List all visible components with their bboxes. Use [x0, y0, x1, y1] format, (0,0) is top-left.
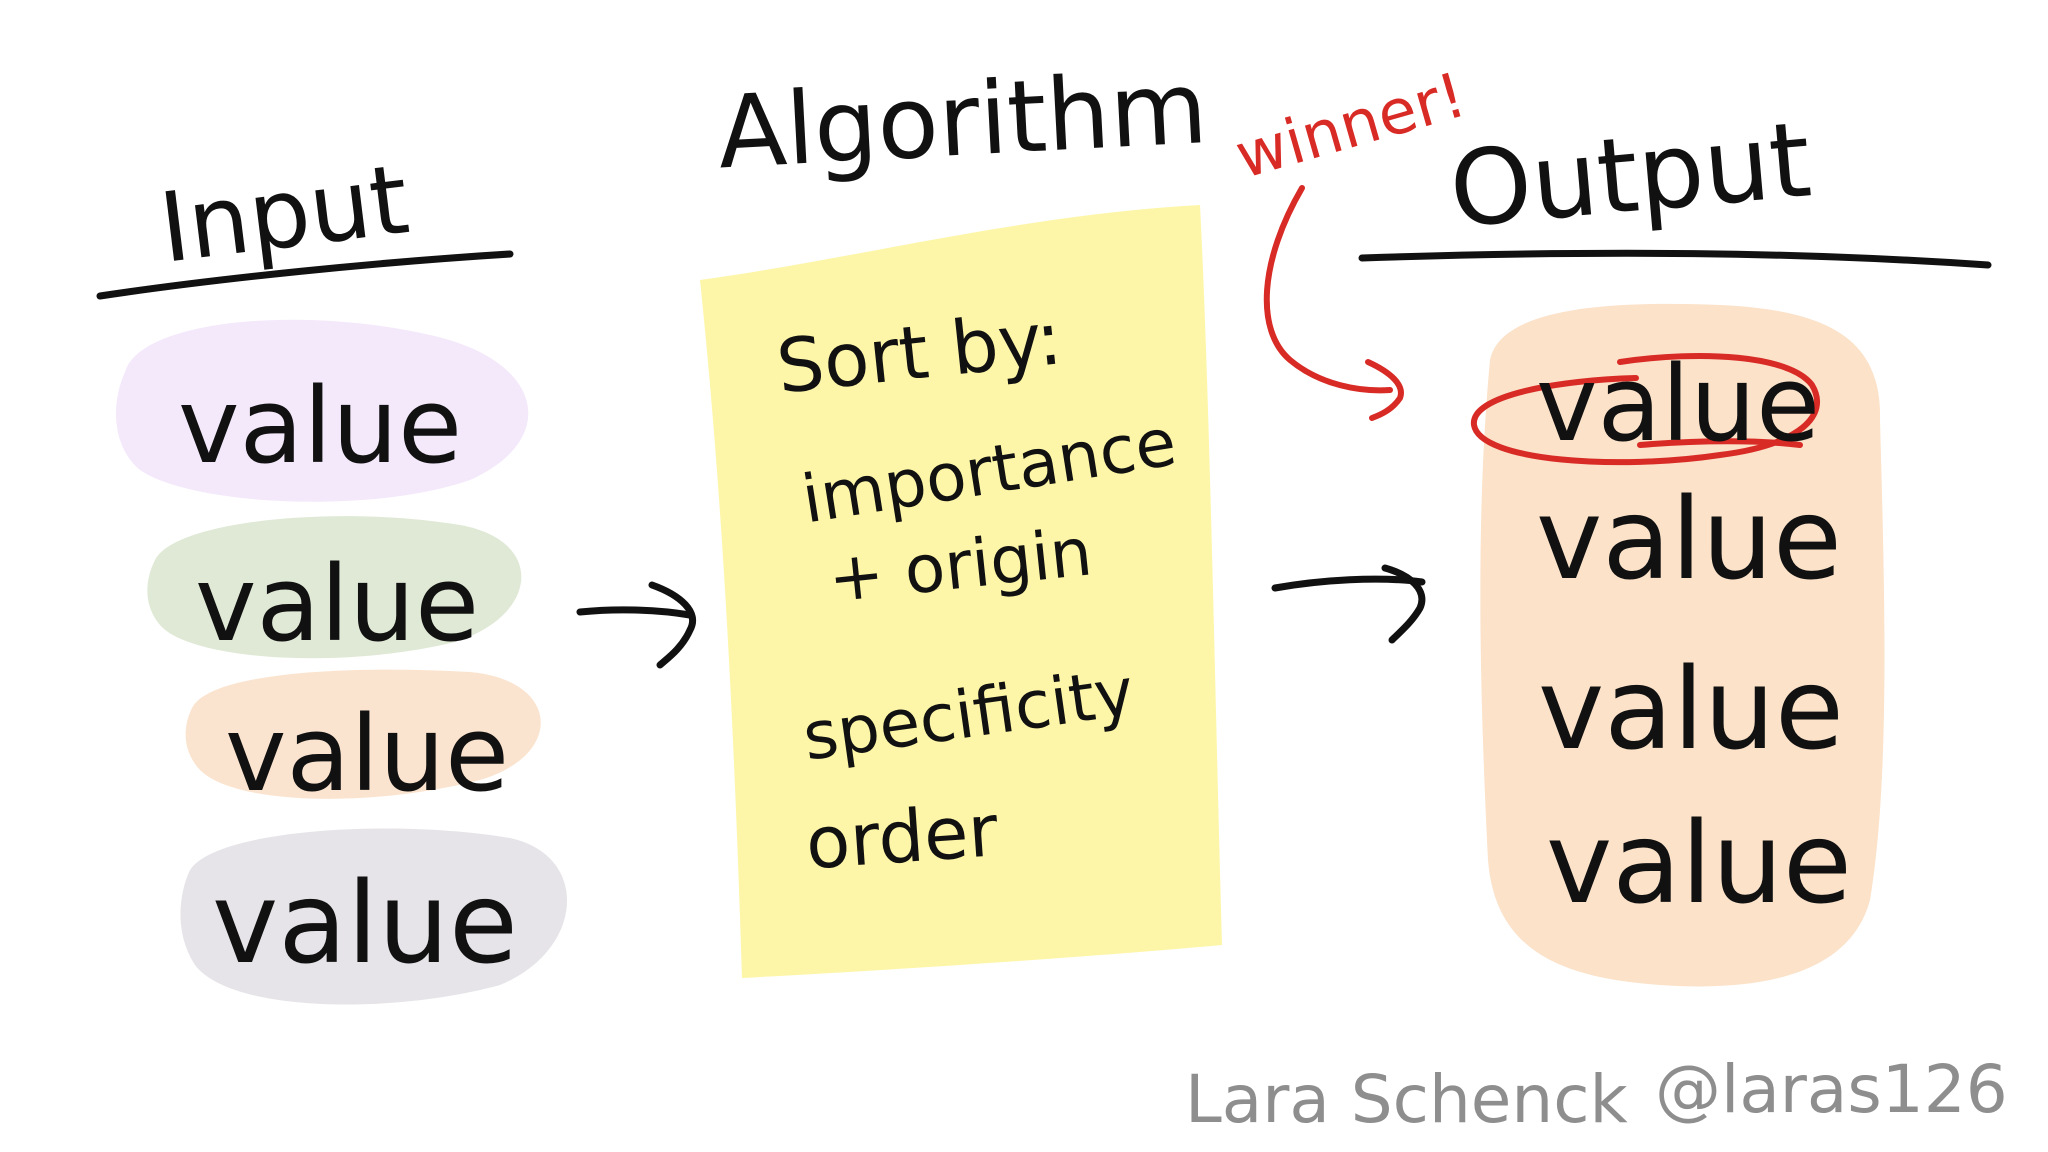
algorithm-heading: Algorithm — [715, 49, 1210, 191]
output-stack — [1480, 303, 1885, 987]
output-value-winner: value — [1536, 343, 1820, 465]
arrow-input-to-algorithm — [576, 581, 696, 669]
input-value-3: value — [225, 693, 509, 815]
algorithm-criterion-order: order — [803, 788, 1001, 885]
input-blob-2 — [147, 516, 522, 659]
output-value-2: value — [1536, 475, 1842, 605]
winner-arrow — [1263, 185, 1393, 394]
output-column: Output winner! value value value value — [1228, 58, 1992, 987]
input-column: Input value value value value — [96, 143, 568, 1005]
input-value-2: value — [195, 543, 479, 665]
winner-note: winner! — [1228, 58, 1474, 193]
output-heading-underline — [1358, 249, 1992, 269]
output-heading: Output — [1445, 98, 1816, 251]
credit-handle: @laras126 — [1655, 1051, 2008, 1128]
credit: Lara Schenck @laras126 — [1185, 1051, 2008, 1138]
algorithm-column: Algorithm Sort by: importance + origin s… — [700, 49, 1222, 978]
input-value-1: value — [178, 365, 462, 487]
input-blob-1 — [115, 319, 529, 502]
arrow-algorithm-to-output — [1271, 564, 1426, 644]
credit-name: Lara Schenck — [1185, 1061, 1629, 1138]
winner-circle — [1470, 352, 1820, 466]
output-value-3: value — [1538, 645, 1844, 775]
input-blob-4 — [180, 828, 568, 1005]
input-value-4: value — [212, 859, 518, 989]
input-blob-3 — [185, 669, 541, 799]
output-value-4: value — [1546, 799, 1852, 929]
input-heading-underline — [96, 250, 514, 300]
winner-arrow-head — [1365, 359, 1404, 421]
algorithm-note — [700, 205, 1222, 978]
